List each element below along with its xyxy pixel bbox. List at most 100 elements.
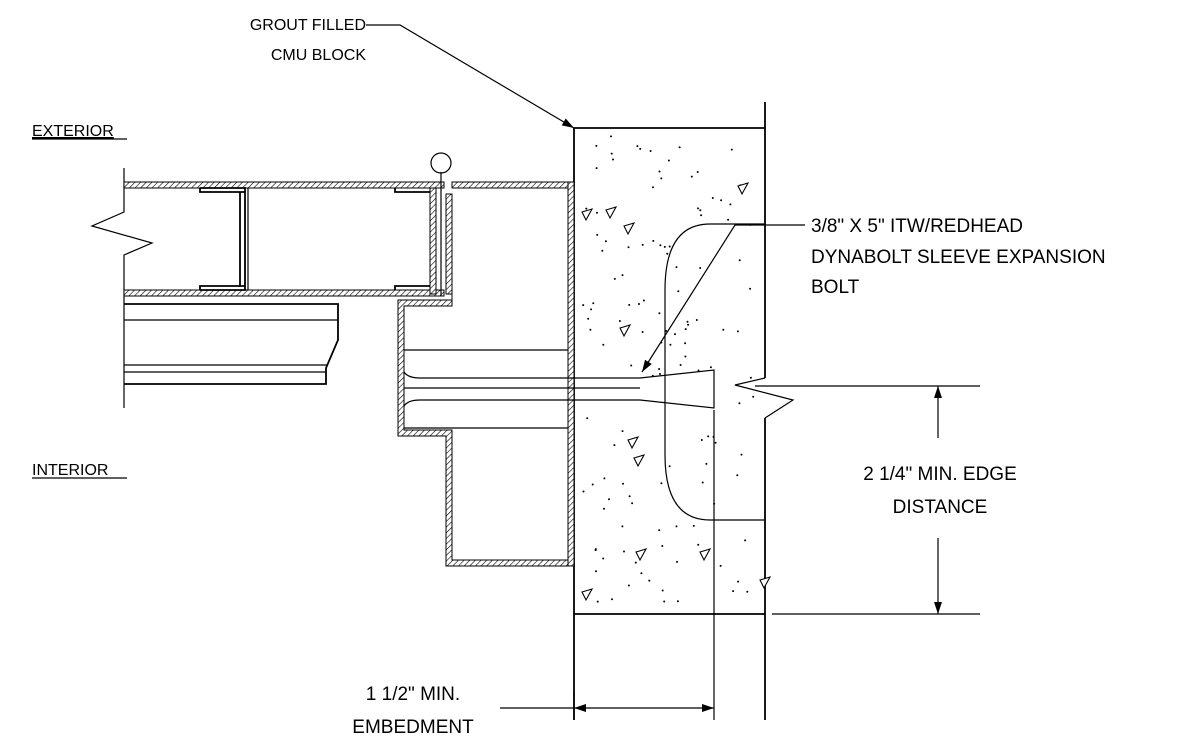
grout-dot xyxy=(738,402,741,405)
grout-dot xyxy=(658,368,661,370)
grout-dot xyxy=(722,328,725,331)
grout-dot xyxy=(709,366,712,369)
grout-dot xyxy=(582,304,585,307)
joint-flange xyxy=(445,193,453,295)
leaders xyxy=(366,24,805,373)
panel-break-line xyxy=(90,168,154,408)
channel-bearing-plate xyxy=(567,181,575,567)
grout-dot xyxy=(604,240,607,243)
grout-aggregate xyxy=(635,548,648,562)
grout-dot xyxy=(596,211,598,214)
grout-dot xyxy=(587,317,590,320)
embedment-dimension xyxy=(500,410,715,720)
grout-dot xyxy=(628,495,631,498)
grout-stipple xyxy=(581,135,772,603)
grout-dot xyxy=(675,266,678,269)
grout-dot xyxy=(700,214,703,217)
grout-dot xyxy=(714,441,717,444)
grout-dot xyxy=(666,252,669,255)
grout-leader xyxy=(366,24,575,129)
bolt-shank-top xyxy=(403,371,640,379)
cmu-grout-cell xyxy=(664,223,765,521)
grout-aggregate xyxy=(619,324,632,338)
grout-dot xyxy=(663,600,666,603)
grout-dot xyxy=(674,333,676,336)
grout-dot xyxy=(641,243,644,246)
grout-dot xyxy=(602,343,605,346)
grout-dot xyxy=(699,267,702,269)
grout-dot xyxy=(585,207,588,210)
bolt-shank-bottom xyxy=(403,399,640,407)
channel-profile xyxy=(397,294,575,567)
grout-dot xyxy=(623,550,625,553)
bolt-expansion-sleeve xyxy=(639,369,715,409)
grout-dot xyxy=(639,147,642,150)
grout-dot xyxy=(641,331,644,333)
panel-top-skin xyxy=(123,181,445,189)
grout-dot xyxy=(746,590,749,593)
grout-dot xyxy=(601,249,604,252)
grout-dot xyxy=(586,417,589,420)
grout-dot xyxy=(660,177,663,180)
grout-aggregate xyxy=(623,222,636,236)
grout-dot xyxy=(610,135,612,138)
grout-aggregate xyxy=(737,182,750,196)
grout-dot xyxy=(669,343,672,346)
grout-dot xyxy=(697,543,700,546)
grout-dot xyxy=(634,561,637,564)
grout-dot xyxy=(687,323,690,326)
grout-label-line2: CMU BLOCK xyxy=(271,47,366,64)
grout-dot xyxy=(686,320,689,323)
grout-dot xyxy=(636,145,639,148)
grout-dot xyxy=(649,150,652,152)
grout-dot xyxy=(679,364,682,366)
grout-dot xyxy=(659,373,661,375)
grout-dot xyxy=(727,218,730,221)
grout-aggregate xyxy=(605,206,618,220)
grout-dot xyxy=(749,376,752,379)
grout-dot xyxy=(621,274,624,277)
grout-label-line1: GROUT FILLED xyxy=(250,17,366,34)
panel-stud-right-flanges xyxy=(394,188,430,290)
grout-dot xyxy=(738,259,741,262)
edge-label-line2: DISTANCE xyxy=(893,497,988,518)
grout-dot xyxy=(690,175,693,178)
grout-aggregate xyxy=(633,454,646,468)
grout-dot xyxy=(663,245,666,248)
grout-aggregate xyxy=(699,548,712,562)
grout-dot xyxy=(630,364,633,367)
grout-dot xyxy=(594,549,597,552)
grout-dot xyxy=(736,330,739,333)
channel-top-flange xyxy=(451,181,575,189)
grout-dot xyxy=(642,299,645,302)
grout-dot xyxy=(621,430,624,433)
grout-dot xyxy=(658,529,661,532)
grout-dot xyxy=(582,490,585,493)
grout-dot xyxy=(608,498,610,501)
grout-dot xyxy=(676,560,678,563)
grout-dot xyxy=(665,329,668,332)
grout-dot xyxy=(668,465,671,468)
grout-dot xyxy=(697,369,700,372)
grout-dot xyxy=(638,303,640,305)
grout-dot xyxy=(705,462,708,465)
grout-dot xyxy=(700,439,703,441)
panel-stud-left-flanges xyxy=(199,188,240,290)
grout-dot xyxy=(737,580,740,583)
grout-dot xyxy=(659,244,662,247)
grout-dot xyxy=(677,290,680,293)
bolt-label-line2: DYNABOLT SLEEVE EXPANSION xyxy=(811,247,1106,268)
grout-dot xyxy=(592,302,595,305)
grout-dot xyxy=(744,539,747,542)
interior-label: INTERIOR xyxy=(32,462,108,479)
grout-aggregate xyxy=(759,576,772,590)
grout-dot xyxy=(628,303,631,306)
grout-dot xyxy=(595,144,598,147)
cmu-block xyxy=(573,102,795,720)
grout-dot xyxy=(749,287,752,290)
grout-dot xyxy=(631,502,634,505)
grout-dot xyxy=(752,395,755,398)
grout-dot xyxy=(613,444,616,447)
grout-dot xyxy=(648,579,651,582)
